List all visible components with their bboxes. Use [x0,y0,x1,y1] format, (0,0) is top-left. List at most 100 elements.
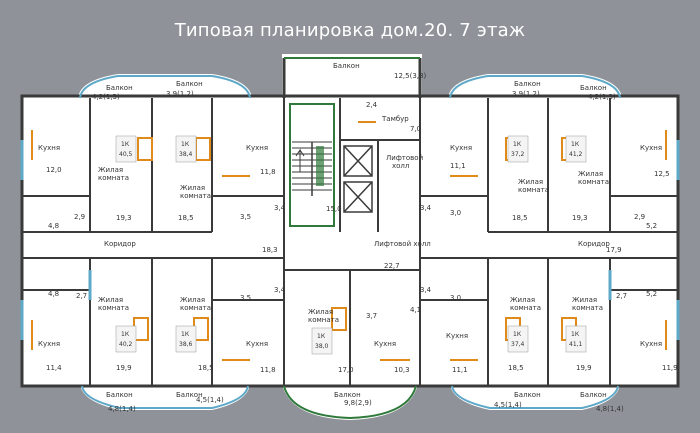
furniture-icon [137,137,153,161]
windows [20,140,680,340]
apartment-badge [115,135,137,163]
balcony-rail [81,385,249,409]
apartment-badge [565,325,587,353]
room-label-corridor: Коридор [104,240,136,248]
room-area: 2,7 [76,292,87,300]
room-label-living: комната [180,304,211,312]
apartment-area: 37,2 [511,151,525,158]
balcony-labels: Балкон Балкон 4,2(1,3) 3,9(1,2) Балкон 1… [92,62,624,413]
balcony-area: 4,5(1,4) [196,396,224,404]
room-label-lift-hall: холл [392,162,409,170]
stair-frame [289,103,335,227]
staircase [289,103,335,227]
balcony-rail [79,75,251,99]
room-area: 22,7 [384,262,400,270]
stair-steps [292,141,332,196]
room-label-kitchen: Кухня [640,144,662,152]
apartment-area: 41,1 [569,341,583,348]
room-area: 18,5 [198,364,214,372]
apartment-type: 1К [571,141,580,148]
room-area: 11,9 [662,364,678,372]
room-area: 12,0 [46,166,62,174]
room-label-living: комната [572,304,603,312]
balcony-label: Балкон [176,391,203,399]
apartment-type: 1К [181,331,190,338]
room-label-kitchen: Кухня [246,340,268,348]
room-label-kitchen: Кухня [450,144,472,152]
top-center-section [282,54,422,98]
room-label-kitchen: Кухня [374,340,396,348]
apartment-badge [507,135,529,163]
room-area: 2,4 [366,101,378,109]
room-label-living: комната [180,192,211,200]
room-area: 18,3 [262,246,278,254]
top-bay-right [448,74,622,98]
room-area: 18,5 [178,214,194,222]
room-label-living: комната [308,316,339,324]
room-label-tambur: Тамбур [381,115,409,123]
apartment-badge [175,325,197,353]
room-area: 3,0 [450,294,461,302]
lift-cross [343,181,373,213]
room-area: 4,1 [410,306,421,314]
apartment-area: 40,5 [119,151,133,158]
room-area: 2,9 [74,213,85,221]
room-label-living: комната [518,186,549,194]
apartment-area: 37,4 [511,341,525,348]
room-area: 3,4 [420,204,432,212]
balcony-label: Балкон [514,391,541,399]
apartment-type: 1К [571,331,580,338]
room-label-living: комната [578,178,609,186]
stair-arrow-icon [295,148,305,172]
room-area: 2,7 [616,292,627,300]
room-label-living: комната [98,304,129,312]
room-area: 2,9 [634,213,645,221]
room-area: 19,9 [116,364,132,372]
apartment-area: 40,2 [119,341,133,348]
balcony-rail [449,75,621,99]
room-area: 3,4 [420,286,432,294]
room-area: 3,4 [274,286,286,294]
apartment-badge [565,135,587,163]
room-area: 11,8 [260,366,276,374]
room-label-kitchen: Кухня [640,340,662,348]
room-area: 15,0 [326,205,342,213]
balcony-label: Балкон [580,391,607,399]
page-title: Типовая планировка дом.20. 7 этаж [174,20,526,41]
room-label-kitchen: Кухня [446,332,468,340]
room-area: 3,0 [450,209,461,217]
lift-shaft-2 [343,181,373,213]
room-area: 19,3 [572,214,588,222]
room-area: 17,9 [606,246,622,254]
balcony-area: 9,8(2,9) [344,399,372,407]
room-area: 4,8 [48,290,59,298]
apartment-type: 1К [121,331,130,338]
apartment-area: 41,2 [569,151,583,158]
apartment-badges: 1К 40,5 1К 38,4 1К 37,2 1К 41,2 1К 40,2 … [115,135,587,355]
bottom-bay-left [80,384,250,410]
room-area: 18,5 [508,364,524,372]
room-area: 10,3 [394,366,410,374]
balcony-label: Балкон [334,391,361,399]
room-label-living: Жилая [510,296,535,304]
room-labels: Кухня Кухня Кухня Кухня Жилая комната Жи… [38,115,662,348]
room-label-corridor: Коридор [578,240,610,248]
balcony-rail [451,385,619,409]
balcony-area: 3,9(1,2) [166,90,194,98]
room-area: 17,0 [338,366,354,374]
apartment-type: 1К [317,333,326,340]
furniture-icon [331,307,347,331]
apartment-type: 1К [513,331,522,338]
room-areas: 12,0 11,8 11,1 12,5 19,3 18,5 18,5 19,3 … [46,101,678,374]
balcony-label: Балкон [106,391,133,399]
balcony-label: Балкон [176,80,203,88]
room-area: 11,1 [452,366,468,374]
room-area: 5,2 [646,222,657,230]
room-area: 11,4 [46,364,62,372]
apartment-badge [115,325,137,353]
balcony-label: Балкон [333,62,360,70]
room-area: 12,5 [654,170,670,178]
bottom-bay-right [450,384,620,410]
top-bay-left [78,74,252,98]
